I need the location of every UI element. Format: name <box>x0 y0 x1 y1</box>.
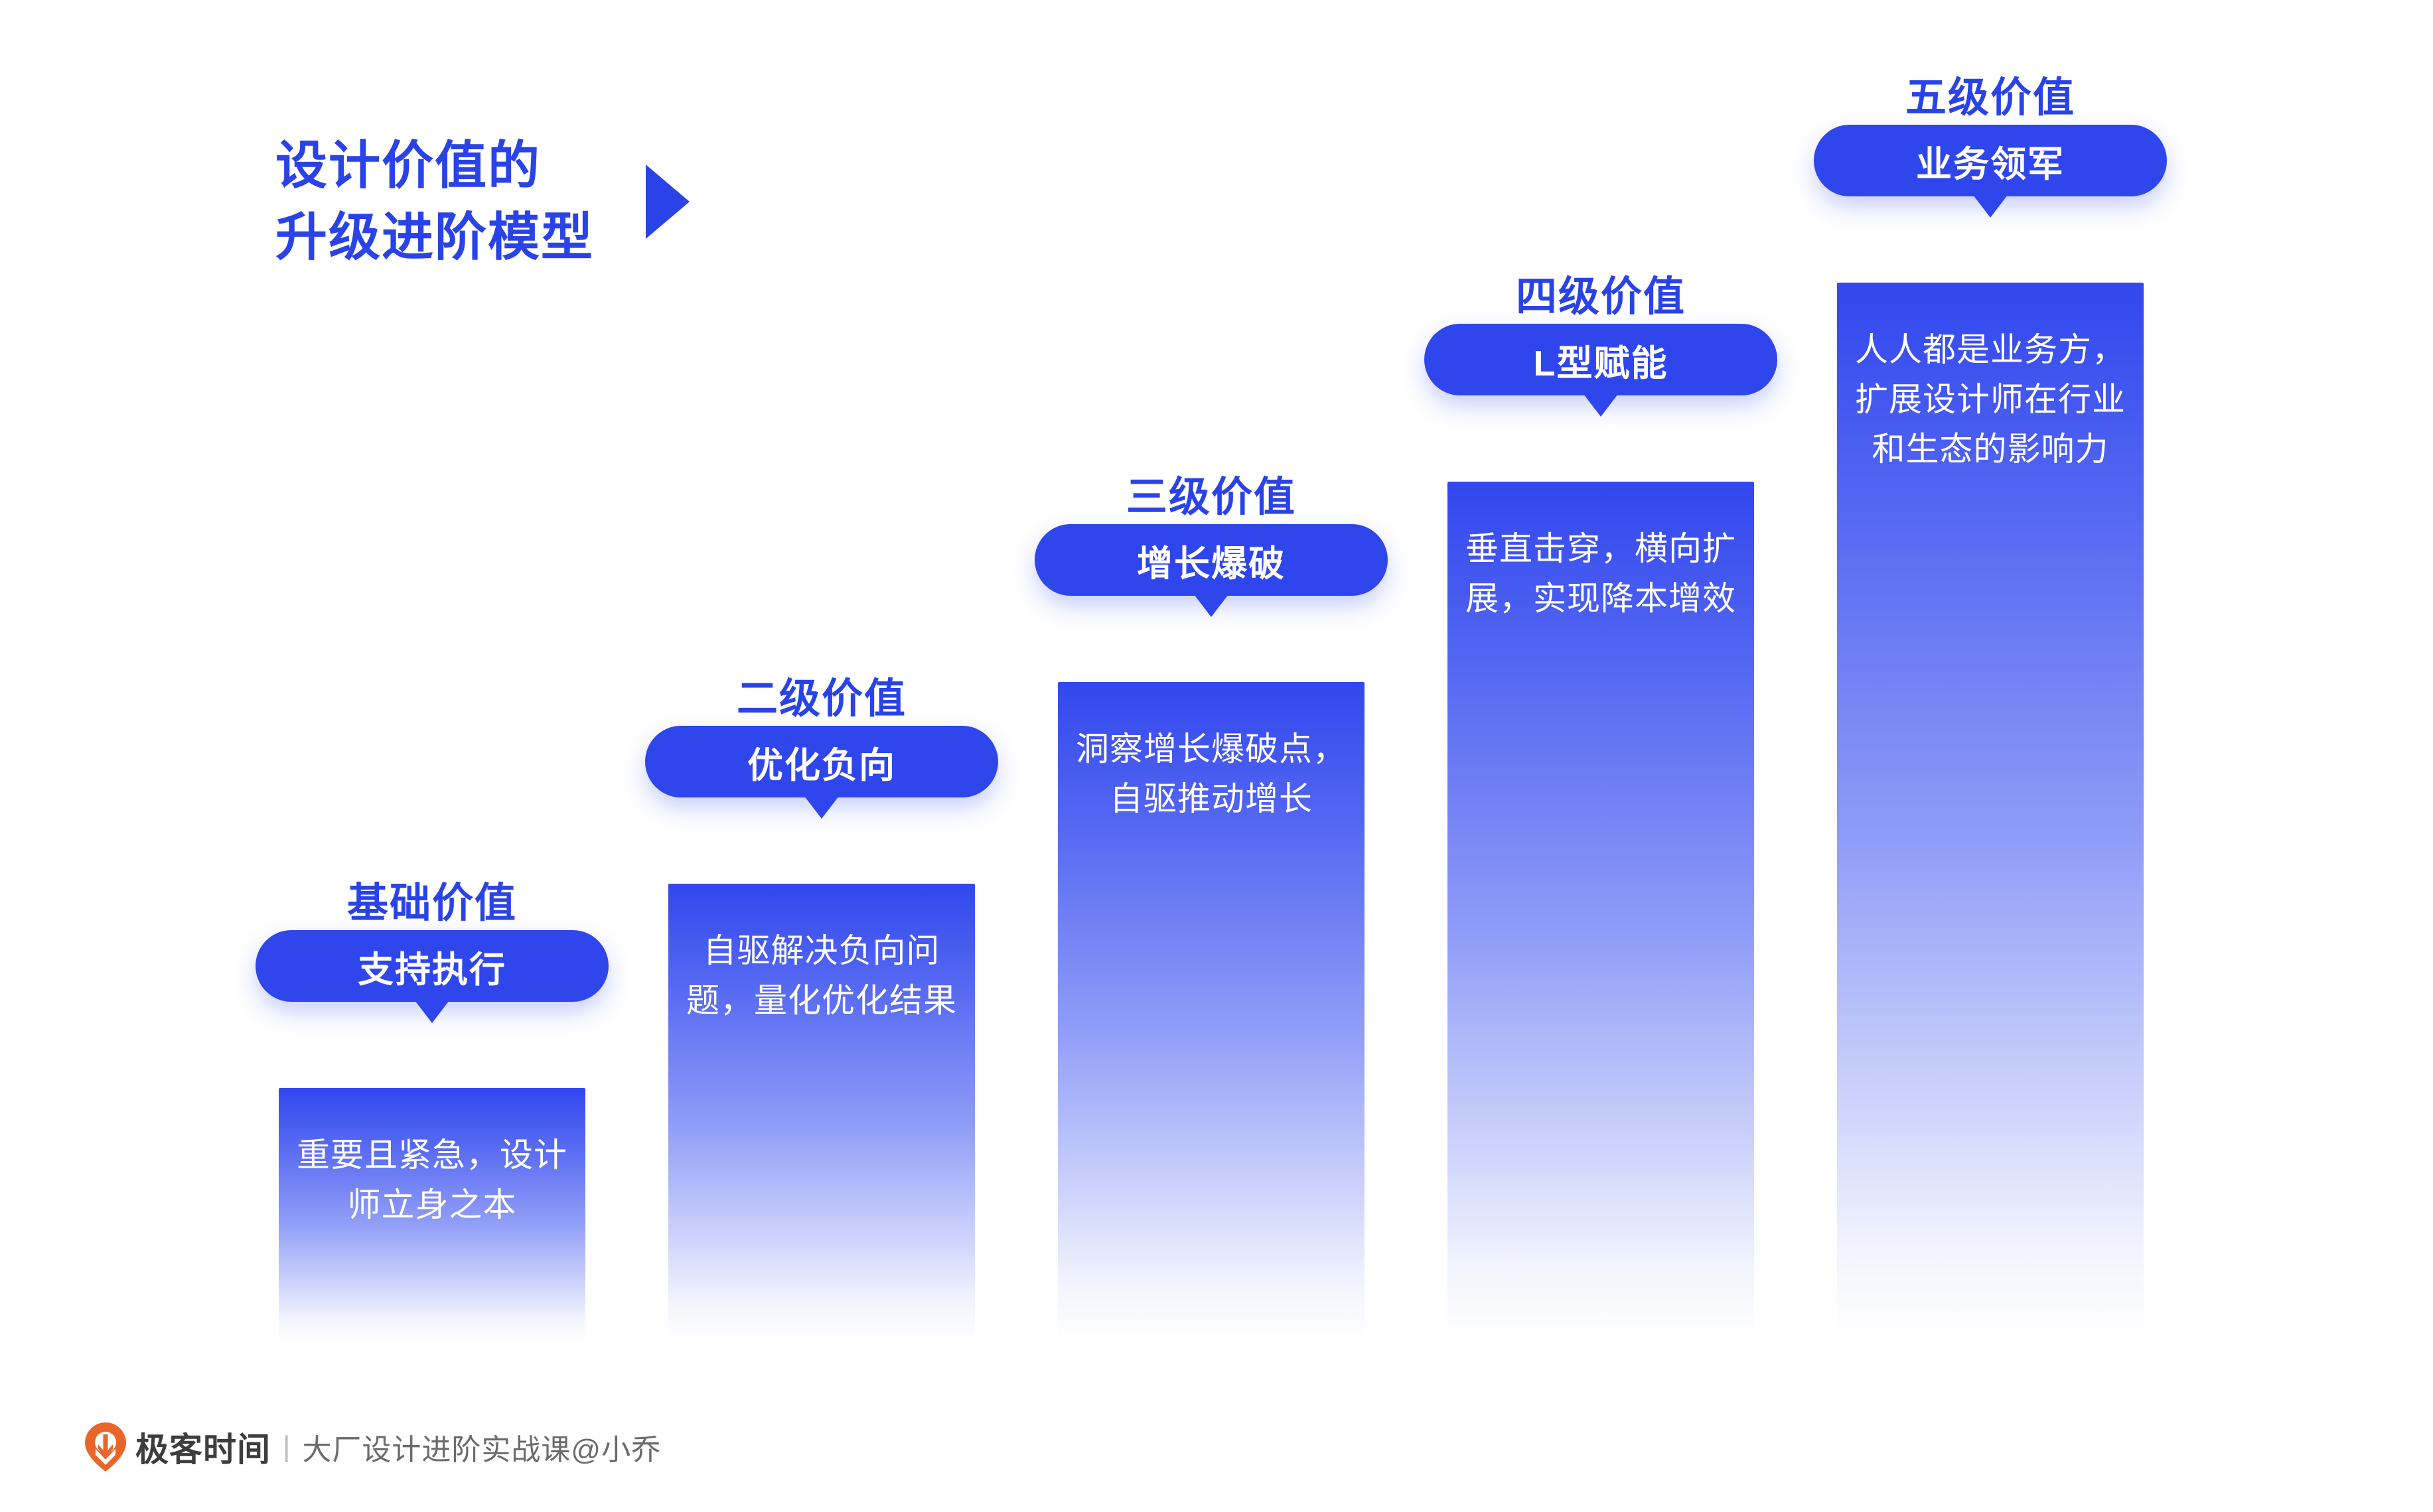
footer: 极客时间 | 大厂设计进阶实战课@小乔 <box>85 1420 661 1474</box>
brand-name: 极客时间 <box>135 1431 271 1468</box>
badge-tail-3 <box>1194 594 1228 617</box>
page-title-line-1: 设计价值的 <box>275 136 542 194</box>
title-block: 设计价值的 升级进阶模型 <box>275 130 690 273</box>
level-badge-label-5: 业务领军 <box>1814 125 2167 196</box>
badge-tail-2 <box>804 796 839 819</box>
page-title-line-2: 升级进阶模型 <box>275 207 595 266</box>
badge-tail-4 <box>1584 394 1618 417</box>
level-badge-1[interactable]: 支持执行 <box>256 930 609 1023</box>
level-column-5: 五级价值 业务领军 人人都是业务方，扩展设计师在行业和生态的影响力 <box>1814 75 2167 1340</box>
level-badge-label-1: 支持执行 <box>256 930 609 1002</box>
level-bar-5[interactable]: 人人都是业务方，扩展设计师在行业和生态的影响力 <box>1837 283 2144 1340</box>
level-body-1: 重要且紧急，设计师立身之本 <box>297 1136 567 1223</box>
level-column-4: 四级价值 L型赋能 垂直击穿，横向扩展，实现降本增效 <box>1424 274 1777 1340</box>
level-column-3: 三级价值 增长爆破 洞察增长爆破点，自驱推动增长 <box>1035 474 1388 1340</box>
footer-divider: | <box>283 1430 291 1463</box>
level-column-2: 二级价值 优化负向 自驱解决负向问题，量化优化结果 <box>645 676 998 1340</box>
level-badge-2[interactable]: 优化负向 <box>645 726 998 819</box>
play-triangle-icon <box>646 165 690 239</box>
level-bar-4[interactable]: 垂直击穿，横向扩展，实现降本增效 <box>1447 482 1754 1340</box>
level-heading-2: 二级价值 <box>736 676 907 722</box>
geekbang-logo-icon <box>85 1422 126 1472</box>
page-title: 设计价值的 升级进阶模型 <box>275 130 594 273</box>
level-badge-4[interactable]: L型赋能 <box>1424 324 1777 417</box>
badge-tail-5 <box>1973 195 2008 218</box>
course-name: 大厂设计进阶实战课@小乔 <box>302 1434 662 1466</box>
level-bar-2[interactable]: 自驱解决负向问题，量化优化结果 <box>668 884 975 1340</box>
level-body-5: 人人都是业务方，扩展设计师在行业和生态的影响力 <box>1855 331 2126 468</box>
level-body-2: 自驱解决负向问题，量化优化结果 <box>686 932 957 1019</box>
level-body-4: 垂直击穿，横向扩展，实现降本增效 <box>1465 530 1736 617</box>
level-bar-3[interactable]: 洞察增长爆破点，自驱推动增长 <box>1058 682 1364 1340</box>
level-body-3: 洞察增长爆破点，自驱推动增长 <box>1076 730 1347 817</box>
level-heading-3: 三级价值 <box>1126 474 1297 520</box>
level-badge-label-3: 增长爆破 <box>1035 524 1388 596</box>
level-heading-1: 基础价值 <box>346 880 518 926</box>
level-badge-3[interactable]: 增长爆破 <box>1035 524 1388 617</box>
level-badge-label-2: 优化负向 <box>645 726 998 797</box>
level-badge-label-4: L型赋能 <box>1424 324 1777 395</box>
level-heading-4: 四级价值 <box>1515 274 1686 320</box>
level-column-1: 基础价值 支持执行 重要且紧急，设计师立身之本 <box>256 880 609 1340</box>
level-heading-5: 五级价值 <box>1905 75 2076 121</box>
level-badge-5[interactable]: 业务领军 <box>1814 125 2167 218</box>
badge-tail-1 <box>415 1000 449 1023</box>
level-bar-1[interactable]: 重要且紧急，设计师立身之本 <box>279 1088 585 1340</box>
